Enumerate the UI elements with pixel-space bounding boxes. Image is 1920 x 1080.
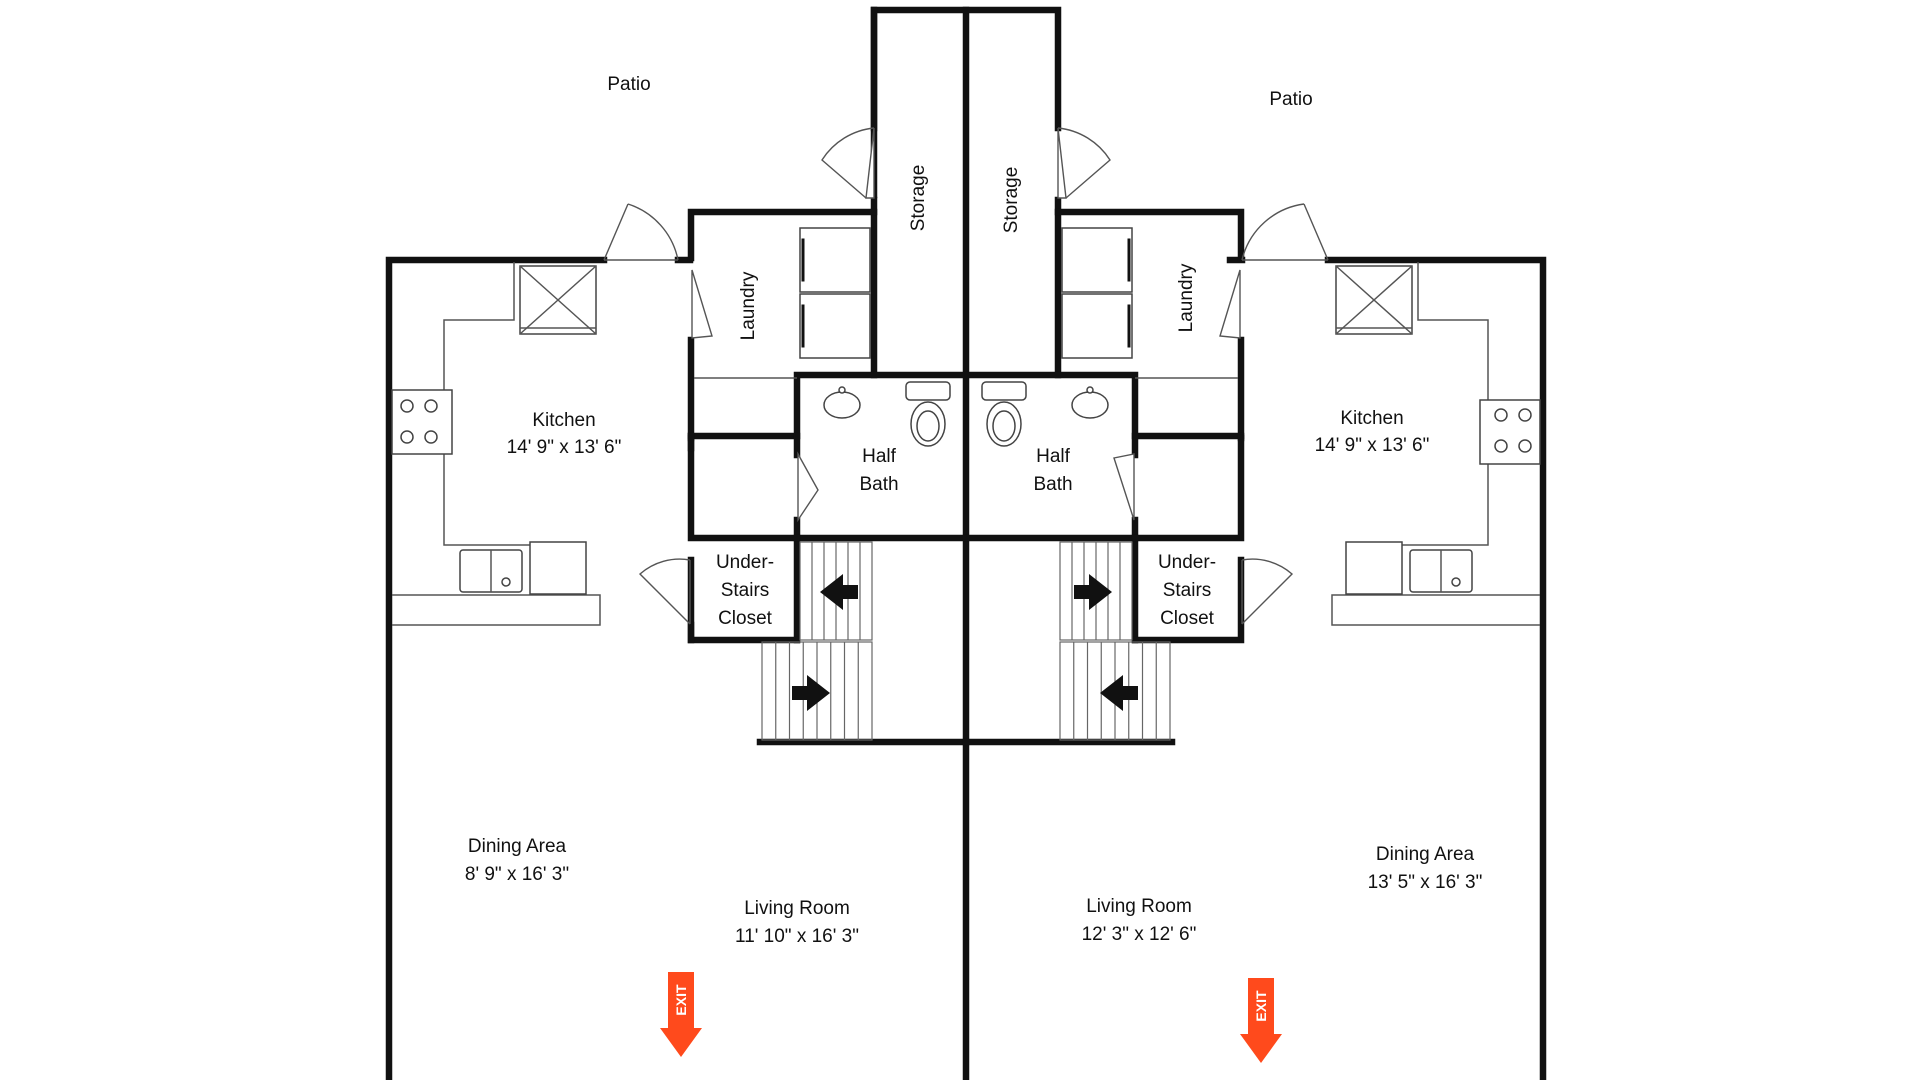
kitchen-label: Kitchen [532, 410, 595, 431]
labels-right-unit: Patio Storage Laundry Kitchen 14' 9" x 1… [1001, 89, 1482, 945]
kitchen-dimensions: 14' 9" x 13' 6" [507, 437, 622, 458]
closet-label-1: Under- [716, 552, 774, 573]
stair-arrow-left-icon [1100, 675, 1138, 711]
stair-arrow-right-icon [792, 675, 830, 711]
living-room-label: Living Room [1086, 896, 1192, 917]
laundry-label: Laundry [1176, 263, 1197, 332]
exit-sign-right: EXIT [1240, 978, 1282, 1063]
stair-arrow-right-icon [1074, 574, 1112, 610]
doors [603, 127, 1329, 625]
half-bath-label-2: Bath [859, 474, 898, 495]
half-bath-label-1: Half [1036, 446, 1071, 467]
half-bath-label-1: Half [862, 446, 897, 467]
closet-label-2: Stairs [721, 580, 770, 601]
stair-arrow-left-icon [820, 574, 858, 610]
patio-label: Patio [607, 74, 650, 95]
living-room-label: Living Room [744, 898, 850, 919]
kitchen-label: Kitchen [1340, 408, 1403, 429]
appliances [391, 227, 1541, 595]
storage-label: Storage [1001, 167, 1022, 234]
half-bath-label-2: Bath [1033, 474, 1072, 495]
dining-area-dimensions: 13' 5" x 16' 3" [1368, 872, 1483, 893]
exit-label: EXIT [673, 984, 689, 1016]
stairs [761, 541, 1171, 741]
dining-area-label: Dining Area [468, 836, 567, 857]
walls [385, 6, 1547, 1080]
closet-label-3: Closet [718, 608, 773, 629]
kitchen-dimensions: 14' 9" x 13' 6" [1315, 435, 1430, 456]
living-room-dimensions: 12' 3" x 12' 6" [1082, 924, 1197, 945]
patio-label: Patio [1269, 89, 1312, 110]
dining-area-label: Dining Area [1376, 844, 1475, 865]
labels-left-unit: Patio Storage Laundry Kitchen 14' 9" x 1… [465, 74, 929, 947]
storage-label: Storage [908, 165, 929, 232]
closet-label-3: Closet [1160, 608, 1215, 629]
closet-label-2: Stairs [1163, 580, 1212, 601]
laundry-label: Laundry [738, 271, 759, 340]
living-room-dimensions: 11' 10" x 16' 3" [735, 926, 859, 947]
exit-sign-left: EXIT [660, 972, 702, 1057]
exit-label: EXIT [1253, 990, 1269, 1022]
dining-area-dimensions: 8' 9" x 16' 3" [465, 864, 569, 885]
closet-label-1: Under- [1158, 552, 1216, 573]
